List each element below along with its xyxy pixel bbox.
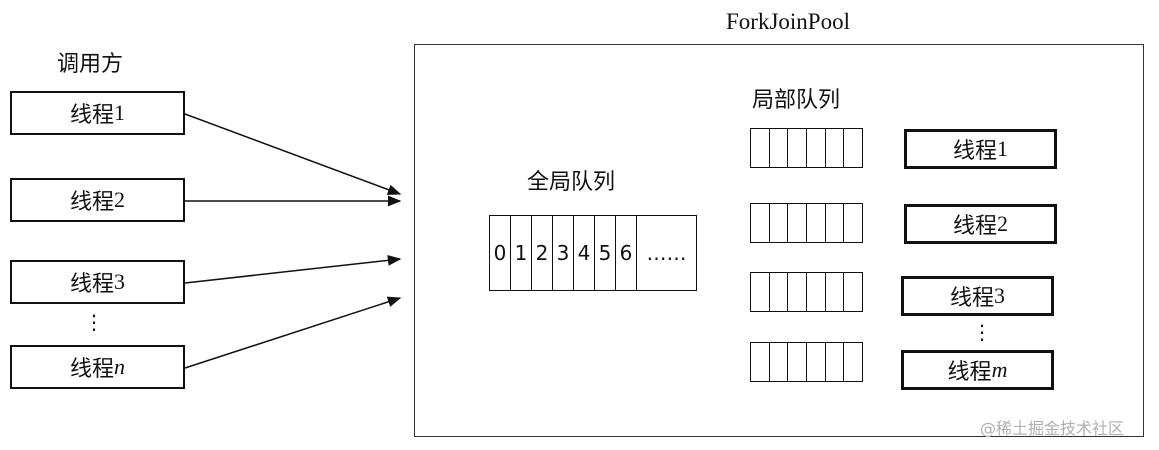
local-queue-cell xyxy=(844,343,862,381)
global-queue-cell: 4 xyxy=(574,216,595,290)
local-queue-2 xyxy=(750,203,863,243)
local-queue-cell xyxy=(770,204,789,242)
local-queue-m xyxy=(750,342,863,382)
worker-thread-m-suffix: m xyxy=(991,357,1008,382)
caller-thread-1-label: 线程 xyxy=(69,103,114,128)
local-queue-cell xyxy=(844,204,862,242)
local-queue-cell xyxy=(807,343,826,381)
global-queue-cell: 5 xyxy=(595,216,616,290)
global-queue-cell: 0 xyxy=(490,216,511,290)
caller-thread-3-label: 线程 xyxy=(69,272,114,297)
worker-thread-2-label: 线程 xyxy=(952,214,997,239)
worker-thread-1-label: 线程 xyxy=(952,139,997,164)
local-queue-cell xyxy=(844,273,862,311)
worker-thread-2-suffix: 2 xyxy=(997,211,1008,236)
pool-title: ForkJoinPool xyxy=(726,9,850,34)
local-queue-cell xyxy=(807,129,826,167)
local-queue-cell xyxy=(826,204,845,242)
global-queue-cell: 1 xyxy=(511,216,532,290)
worker-ellipsis: ⋮ xyxy=(972,320,992,344)
caller-thread-3-suffix: 3 xyxy=(114,269,125,294)
global-queue-title: 全局队列 xyxy=(527,170,616,195)
caller-thread-1-suffix: 1 xyxy=(114,100,125,125)
arrow-thread-3 xyxy=(184,254,402,284)
local-queue-cell xyxy=(770,273,789,311)
worker-thread-3-label: 线程 xyxy=(949,286,994,311)
local-queues-title: 局部队列 xyxy=(752,88,841,113)
local-queue-cell xyxy=(788,273,808,311)
global-queue-cell: 6 xyxy=(616,216,637,290)
global-queue-cell: 3 xyxy=(553,216,574,290)
global-queue-cell: 2 xyxy=(532,216,553,290)
local-queue-cell xyxy=(770,129,789,167)
local-queue-cell xyxy=(826,129,845,167)
caller-ellipsis: ⋮ xyxy=(84,310,104,334)
local-queue-cell xyxy=(770,343,789,381)
local-queue-3 xyxy=(750,272,863,312)
caller-title: 调用方 xyxy=(57,52,124,77)
arrow-thread-n xyxy=(184,296,402,369)
fork-join-pool-container xyxy=(414,44,1144,437)
caller-thread-n-suffix: n xyxy=(114,354,125,379)
local-queue-cell xyxy=(807,204,826,242)
local-queue-cell xyxy=(788,204,808,242)
local-queue-cell xyxy=(788,343,808,381)
global-queue: 0 1 2 3 4 5 6 …… xyxy=(489,215,697,291)
local-queue-cell xyxy=(807,273,826,311)
local-queue-cell xyxy=(751,343,770,381)
caller-thread-n-label: 线程 xyxy=(69,357,114,382)
local-queue-cell xyxy=(844,129,862,167)
local-queue-cell xyxy=(826,343,845,381)
arrow-thread-1 xyxy=(184,113,402,195)
local-queue-cell xyxy=(788,129,808,167)
caller-thread-2-label: 线程 xyxy=(69,190,114,215)
watermark-text: @稀土掘金技术社区 xyxy=(980,419,1125,438)
local-queue-cell xyxy=(751,204,770,242)
global-queue-tail: …… xyxy=(646,241,687,265)
worker-thread-1-suffix: 1 xyxy=(997,136,1008,161)
local-queue-1 xyxy=(750,128,863,168)
worker-thread-3-suffix: 3 xyxy=(994,283,1005,308)
caller-thread-2-suffix: 2 xyxy=(114,187,125,212)
local-queue-cell xyxy=(826,273,845,311)
local-queue-cell xyxy=(751,129,770,167)
worker-thread-m-label: 线程 xyxy=(947,360,992,385)
local-queue-cell xyxy=(751,273,770,311)
